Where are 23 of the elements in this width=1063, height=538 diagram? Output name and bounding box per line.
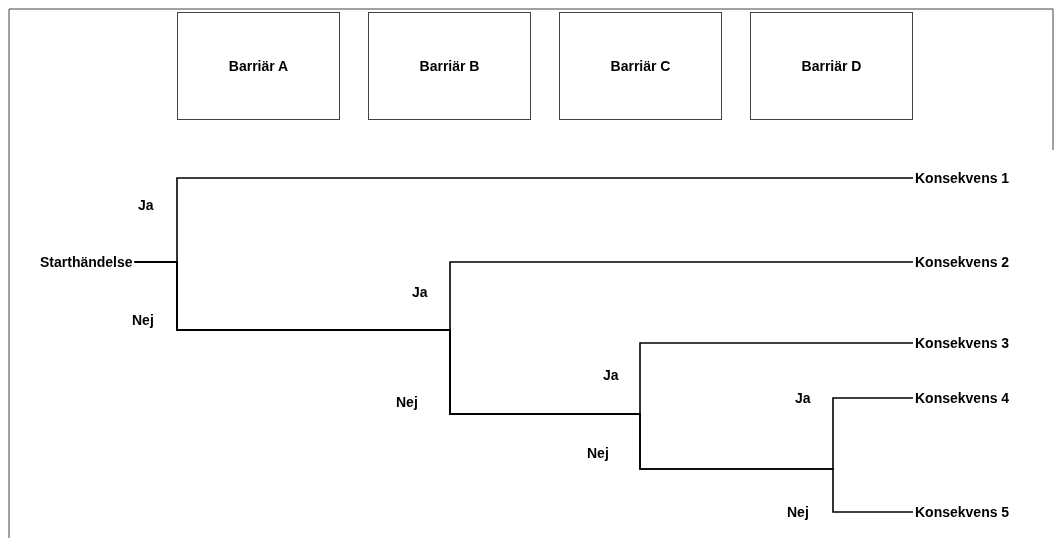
branch-label: Nej xyxy=(132,312,154,328)
branch-label: Ja xyxy=(603,367,619,383)
consequence-label: Konsekvens 3 xyxy=(915,335,1010,351)
start-event-label: Starthändelse xyxy=(40,254,133,270)
consequence-label: Konsekvens 4 xyxy=(915,390,1010,406)
barrier-box xyxy=(368,12,531,120)
barrier-label: Barriär D xyxy=(801,58,862,74)
barrier-box xyxy=(177,12,340,120)
branch-label: Ja xyxy=(795,390,811,406)
branch-label: Nej xyxy=(787,504,809,520)
consequence-label: Konsekvens 2 xyxy=(915,254,1010,270)
branch-label: Nej xyxy=(396,394,418,410)
barrier-label: Barriär B xyxy=(419,58,480,74)
consequence-label: Konsekvens 5 xyxy=(915,504,1010,520)
barrier-box xyxy=(559,12,722,120)
barrier-label: Barriär A xyxy=(228,58,289,74)
branch-label: Ja xyxy=(412,284,428,300)
branch-label: Ja xyxy=(138,197,154,213)
consequence-label: Konsekvens 1 xyxy=(915,170,1010,186)
branch-line xyxy=(133,261,914,513)
branch-label: Nej xyxy=(587,445,609,461)
barrier-box xyxy=(750,12,913,120)
barrier-label: Barriär C xyxy=(610,58,671,74)
